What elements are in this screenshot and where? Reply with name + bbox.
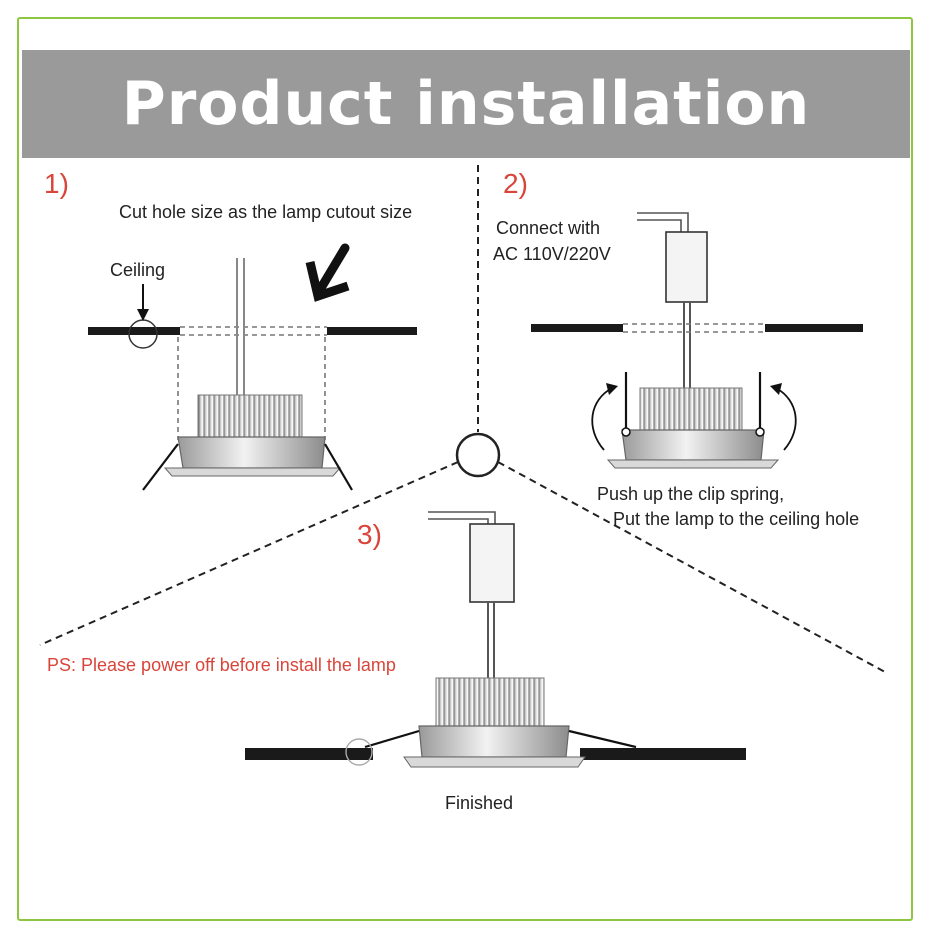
step3-driver-box [469,523,515,603]
step3-lamp-fins [435,677,545,727]
step2-note-line1: Push up the clip spring, [597,484,785,504]
step1-big-arrow-icon [305,243,350,302]
step1-cutout-dashes [177,326,327,440]
step1-number: 1) [44,168,69,199]
step2-ceiling-right [765,324,863,332]
step2-curve-arrow-left-icon [591,387,613,451]
step2-illustration [531,212,863,469]
warning-note: PS: Please power off before install the … [47,655,396,675]
step2-ceiling-left [531,324,623,332]
left-divider [39,461,459,646]
step3-ceiling-left [245,748,373,760]
step2-lamp-fins [639,387,743,431]
page-frame [17,17,913,921]
step2-note-line2: Put the lamp to the ceiling hole [613,509,860,529]
step2-cutout-dashes [623,323,765,333]
step2-number: 2) [503,168,528,199]
step1-ceiling-arrow [137,309,149,321]
step1-caption: Cut hole size as the lamp cutout size [119,202,413,222]
step3-number: 3) [357,519,382,550]
step1-ceiling-right [327,327,417,335]
step1-lamp-body [177,436,326,469]
step2-caption-line2: AC 110V/220V [493,244,611,264]
step1-ceiling-left [88,327,180,335]
step3-illustration [245,511,746,768]
title-banner: Product installation [22,50,910,158]
right-divider [497,461,886,673]
step2-lamp-body [621,429,765,461]
divider-hub [455,432,501,478]
divider-lines [39,165,886,673]
finished-label: Finished [445,793,514,813]
page-title: Product installation [121,69,811,139]
step2-driver-box [665,231,708,303]
step2-caption-line1: Connect with [496,218,601,238]
step2-curve-arrow-right-icon [775,387,797,451]
step1-lamp-trim [163,467,342,477]
step1-ceiling-label: Ceiling [110,260,166,280]
step3-ceiling-right [580,748,746,760]
step3-lamp-body [418,725,570,758]
step1-lamp-fins [197,394,303,438]
step1-illustration [88,243,417,491]
